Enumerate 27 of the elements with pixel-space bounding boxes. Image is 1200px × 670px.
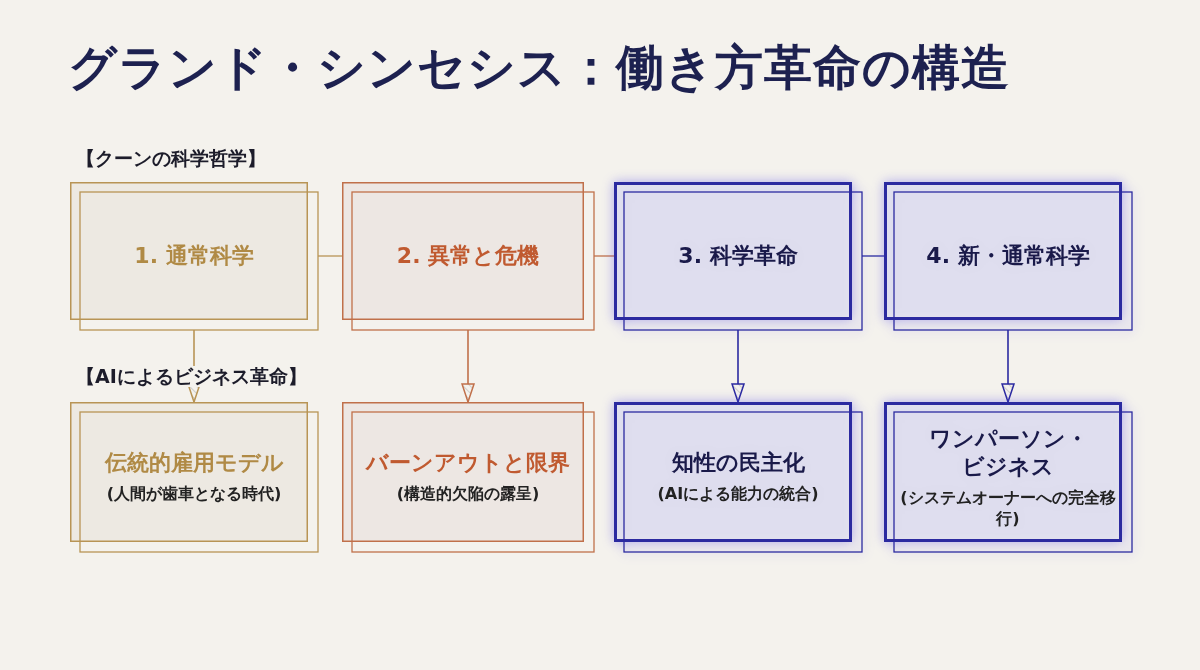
box-title: 4. 新・通常科学 (926, 241, 1090, 270)
arrow (731, 329, 745, 403)
box-title: ワンパーソン・ビジネス (927, 424, 1089, 482)
box-title: 3. 科学革命 (678, 241, 798, 270)
process-box (70, 182, 318, 330)
box-subtitle: (システムオーナーへの完全移行) (899, 487, 1117, 530)
box-title: バーンアウトと限界 (366, 449, 570, 478)
arrow (461, 329, 475, 403)
box-title: 知性の民主化 (671, 449, 805, 478)
box-title: 1. 通常科学 (134, 241, 254, 270)
process-box (70, 402, 318, 552)
box-subtitle: (人間が歯車となる時代) (106, 483, 282, 505)
connector-line (861, 255, 885, 257)
box-title: 伝統的雇用モデル (104, 449, 284, 478)
title: グランド・シンセシス：働き方革命の構造 (68, 38, 1010, 97)
connector-line (317, 255, 343, 257)
process-box (884, 402, 1132, 552)
process-box (342, 402, 594, 552)
arrow (1001, 329, 1015, 403)
process-box (614, 402, 862, 552)
box-subtitle: (AIによる能力の統合) (657, 483, 819, 505)
process-box (614, 182, 862, 330)
box-subtitle: (構造的欠陥の露呈) (396, 483, 540, 505)
connector-line (593, 255, 615, 257)
process-box (884, 182, 1132, 330)
process-box (342, 182, 594, 330)
box-title: 2. 異常と危機 (396, 241, 540, 270)
